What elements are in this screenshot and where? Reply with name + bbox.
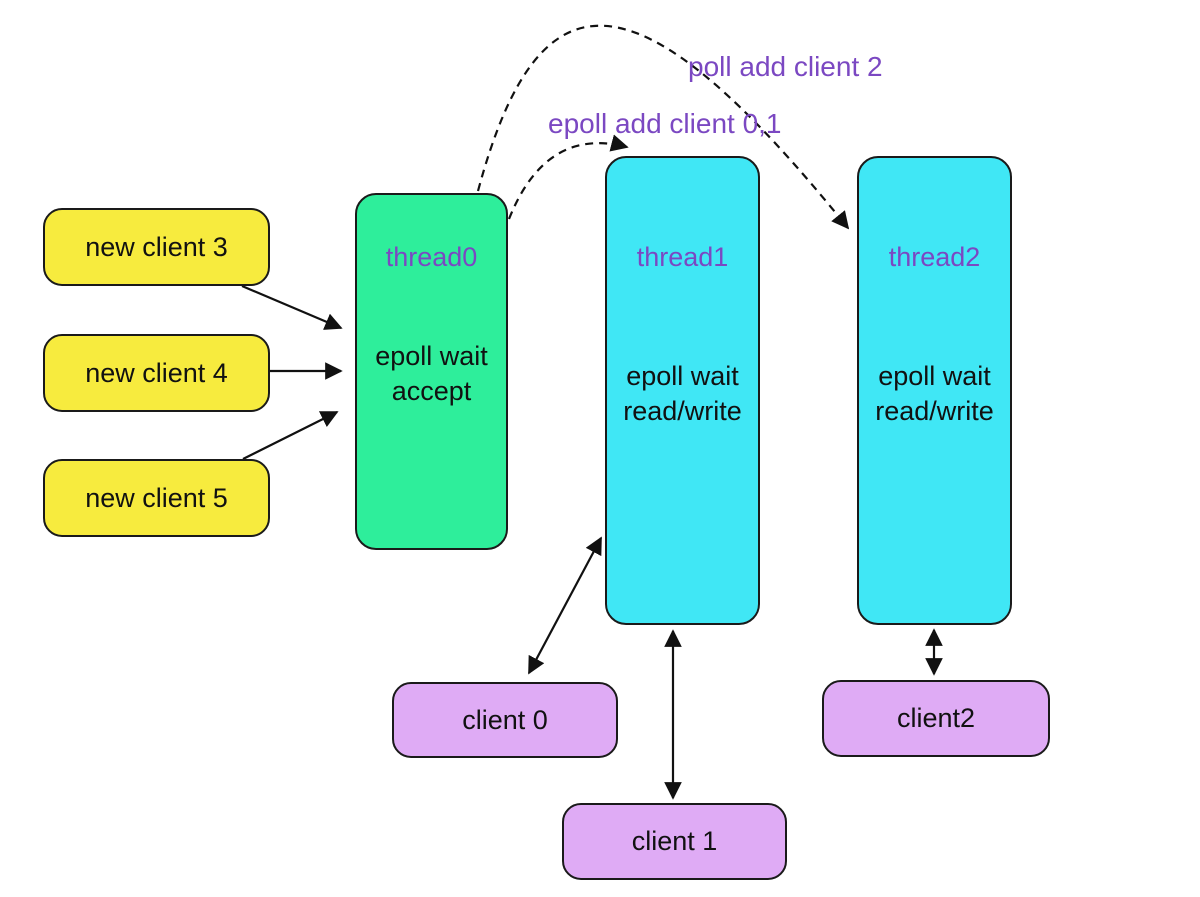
node-new-client-3-label: new client 3 bbox=[85, 231, 228, 262]
edge-new-client-3-to-thread0 bbox=[241, 284, 343, 330]
node-client-1: client 1 bbox=[562, 803, 787, 880]
node-thread2-body: epoll wait read/write bbox=[875, 361, 994, 426]
node-client-2: client2 bbox=[822, 680, 1050, 757]
edge-thread1-client0 bbox=[528, 536, 602, 675]
edge-new-client-5-to-thread0 bbox=[242, 411, 339, 460]
node-new-client-3: new client 3 bbox=[43, 208, 270, 286]
node-thread0: thread0 epoll wait accept bbox=[355, 193, 508, 550]
node-thread2-title: thread2 bbox=[888, 242, 981, 272]
node-client-0: client 0 bbox=[392, 682, 618, 758]
node-client-0-label: client 0 bbox=[462, 704, 548, 735]
node-new-client-5-label: new client 5 bbox=[85, 482, 228, 513]
node-new-client-4: new client 4 bbox=[43, 334, 270, 412]
node-client-2-label: client2 bbox=[896, 703, 976, 733]
node-thread2: thread2 epoll wait read/write bbox=[857, 156, 1012, 625]
node-thread1: thread1 epoll wait read/write bbox=[605, 156, 760, 625]
node-client-1-label: client 1 bbox=[631, 826, 718, 856]
node-thread1-title: thread1 bbox=[636, 242, 729, 272]
node-new-client-5: new client 5 bbox=[43, 459, 270, 537]
node-thread0-body: epoll wait accept bbox=[375, 341, 488, 406]
edge-label-epoll-add-client-01: epoll add client 0,1 bbox=[548, 108, 782, 139]
edge-epoll-add-client-01 bbox=[507, 134, 629, 220]
node-new-client-4-label: new client 4 bbox=[85, 357, 228, 388]
edge-poll-add-client-2 bbox=[476, 24, 850, 230]
node-thread0-title: thread0 bbox=[385, 242, 478, 272]
edge-label-poll-add-client-2: poll add client 2 bbox=[688, 51, 883, 82]
node-thread1-body: epoll wait read/write bbox=[623, 361, 742, 426]
